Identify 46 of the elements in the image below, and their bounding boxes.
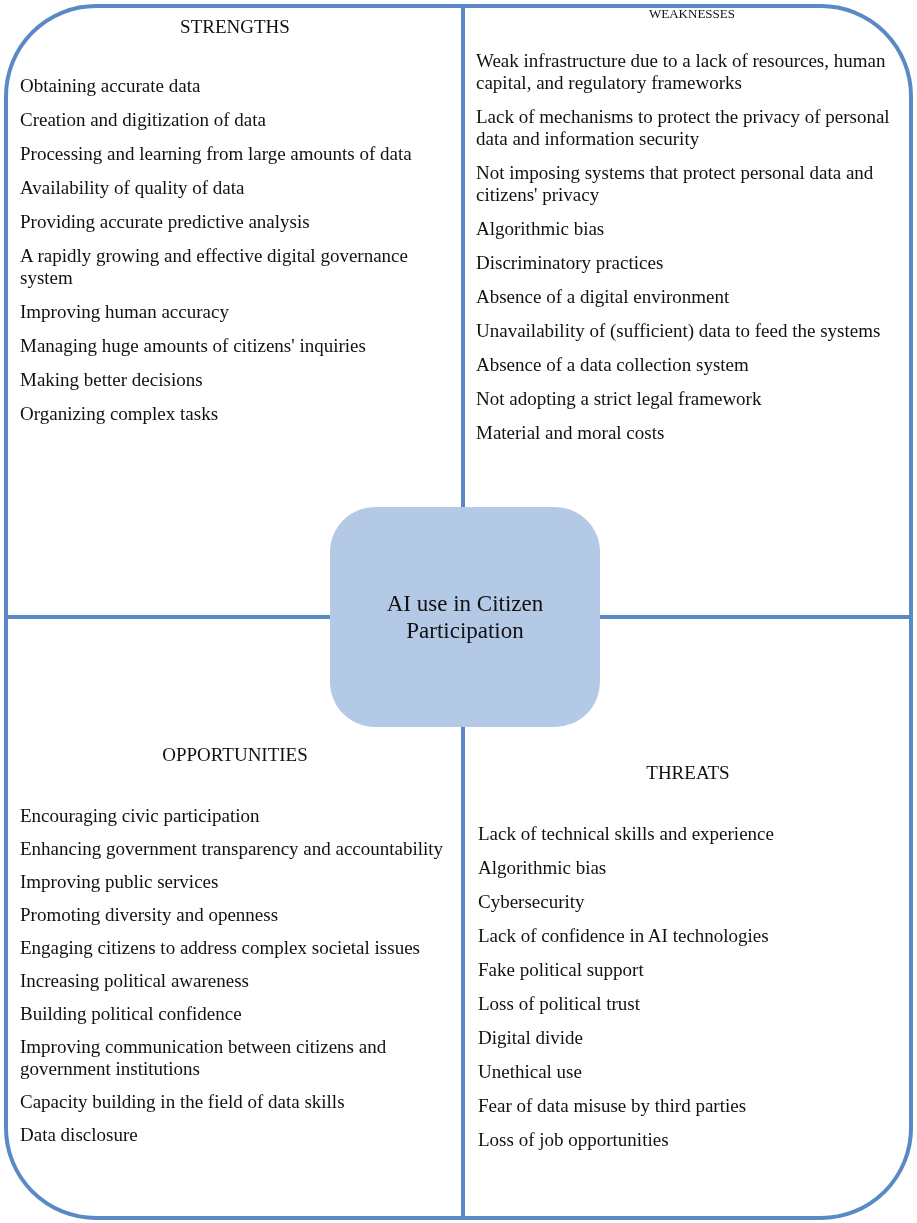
list-item: Increasing political awareness bbox=[20, 969, 250, 992]
list-item: Absence of a data collection system bbox=[476, 353, 750, 376]
list-item: Building political confidence bbox=[20, 1002, 243, 1025]
center-title: AI use in Citizen Participation bbox=[385, 590, 545, 644]
quadrant-heading: THREATS bbox=[645, 762, 731, 785]
list-item: Availability of quality of data bbox=[20, 176, 246, 199]
list-item: Obtaining accurate data bbox=[20, 74, 202, 97]
list-item: Algorithmic bias bbox=[476, 217, 606, 240]
list-item: Improving human accuracy bbox=[20, 300, 230, 323]
list-item: Enhancing government transparency and accountability bbox=[20, 837, 445, 860]
list-item: Fake political support bbox=[478, 958, 645, 981]
list-item: Absence of a digital environment bbox=[476, 285, 731, 308]
list-item: Managing huge amounts of citizens' inquiries bbox=[20, 334, 367, 357]
list-item: Improving public services bbox=[20, 870, 220, 893]
list-item: Cybersecurity bbox=[478, 890, 586, 913]
list-item: Encouraging civic participation bbox=[20, 804, 261, 827]
list-item: Material and moral costs bbox=[476, 421, 666, 444]
list-item: Promoting diversity and openness bbox=[20, 903, 280, 926]
list-item: Unethical use bbox=[478, 1060, 583, 1083]
list-item: Unavailability of (sufficient) data to feed the systems bbox=[476, 319, 882, 342]
list-item: Not adopting a strict legal framework bbox=[476, 387, 763, 410]
list-item: A rapidly growing and effective digital governance system bbox=[20, 244, 409, 289]
list-item: Capacity building in the field of data skills bbox=[20, 1090, 346, 1113]
quadrant-heading: STRENGTHS bbox=[179, 16, 291, 39]
list-item: Digital divide bbox=[478, 1026, 584, 1049]
list-item: Creation and digitization of data bbox=[20, 108, 267, 131]
list-item: Providing accurate predictive analysis bbox=[20, 210, 311, 233]
center-box bbox=[330, 507, 600, 727]
list-item: Making better decisions bbox=[20, 368, 204, 391]
list-item: Data disclosure bbox=[20, 1123, 139, 1146]
list-item: Loss of job opportunities bbox=[478, 1128, 670, 1151]
list-item: Loss of political trust bbox=[478, 992, 641, 1015]
quadrant-heading: WEAKNESSES bbox=[648, 6, 736, 22]
list-item: Improving communication between citizens and government institutions bbox=[20, 1035, 388, 1080]
list-item: Engaging citizens to address complex societal issues bbox=[20, 936, 421, 959]
list-item: Lack of technical skills and experience bbox=[478, 822, 775, 845]
list-item: Organizing complex tasks bbox=[20, 402, 220, 425]
quadrant-heading: OPPORTUNITIES bbox=[161, 744, 309, 767]
list-item: Not imposing systems that protect personal data and citizens' privacy bbox=[476, 161, 875, 206]
list-item: Discriminatory practices bbox=[476, 251, 665, 274]
list-item: Fear of data misuse by third parties bbox=[478, 1094, 748, 1117]
list-item: Processing and learning from large amounts of data bbox=[20, 142, 413, 165]
list-item: Algorithmic bias bbox=[478, 856, 608, 879]
list-item: Lack of mechanisms to protect the privacy of personal data and information security bbox=[476, 105, 891, 150]
list-item: Lack of confidence in AI technologies bbox=[478, 924, 770, 947]
list-item: Weak infrastructure due to a lack of resources, human capital, and regulatory frameworks bbox=[476, 49, 887, 94]
